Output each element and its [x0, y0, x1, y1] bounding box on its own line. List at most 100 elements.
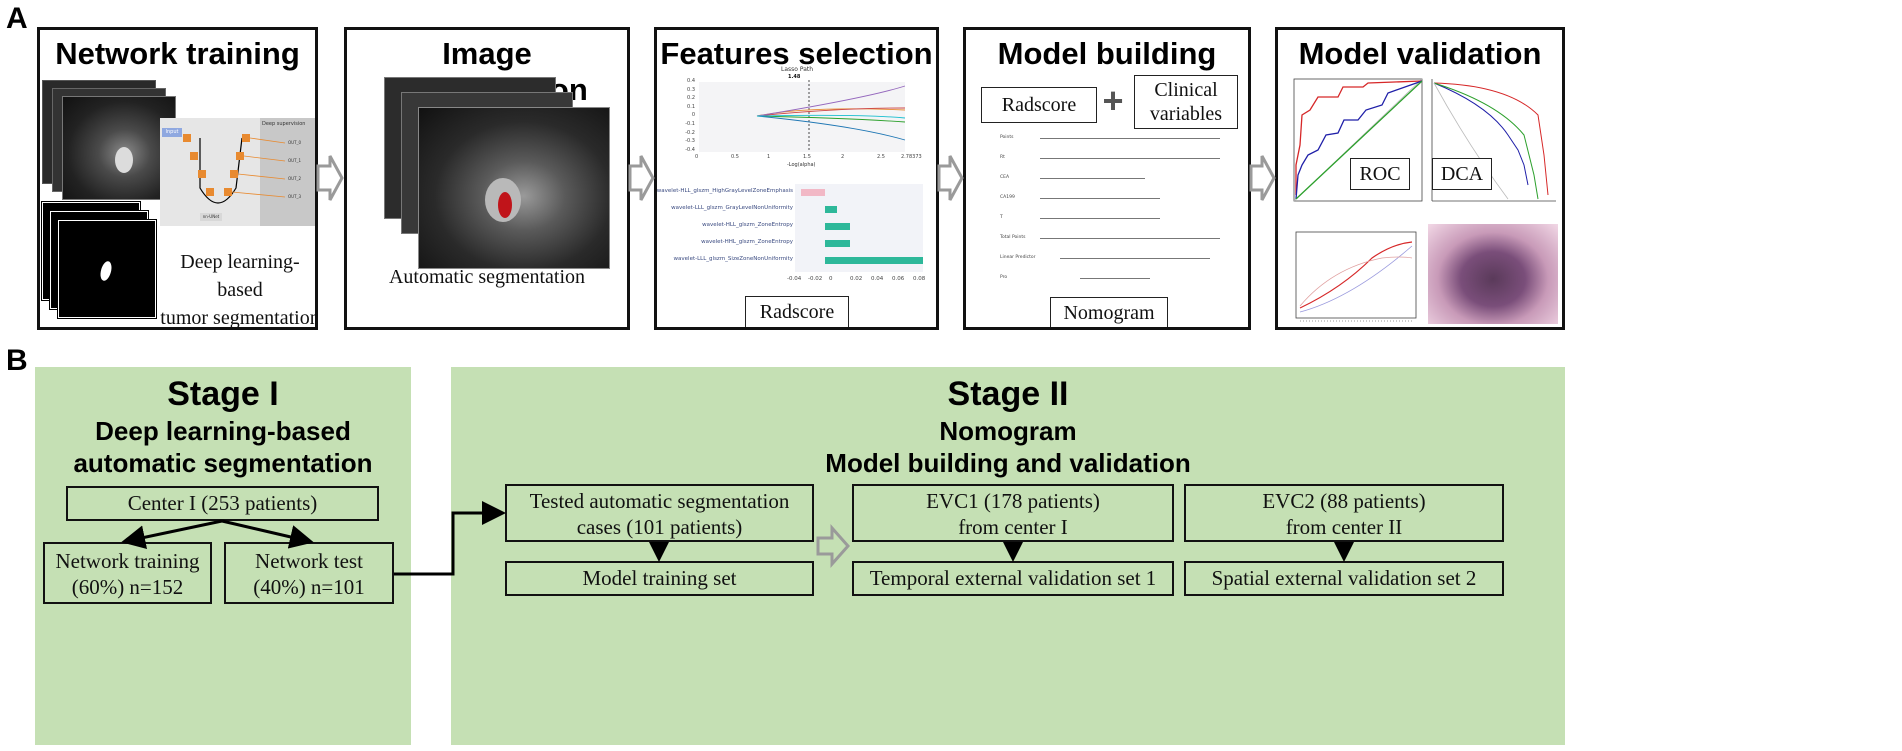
feature-name: wavelet-HLL_glszm_HighGrayLevelZoneEmpha… [656, 188, 793, 194]
lasso-x-tick: 0.5 [731, 154, 739, 160]
rectum-region [115, 147, 133, 173]
lasso-title: Lasso Path [781, 66, 814, 73]
section-label-b: B [6, 344, 28, 377]
feature-name: wavelet-LLL_glszm_SizeZoneNonUniformity [673, 256, 793, 262]
panel-model-building: Model building Radscore + Clinical varia… [963, 27, 1251, 330]
nomogram-row-label: Linear Predictor [1000, 255, 1036, 260]
box-line: Network test [255, 549, 363, 573]
model-training-set-box: Model training set [505, 561, 814, 596]
panel-title: Model building [997, 36, 1217, 71]
bar-x-tick: 0.02 [850, 276, 863, 282]
lasso-y-tick: -0.4 [685, 146, 695, 153]
arrow-3 [937, 155, 964, 201]
unet-bottom-label: nn-UNet [202, 214, 220, 219]
box-line: EVC2 (88 patients) [1262, 489, 1426, 513]
feature-bar-plot: wavelet-HLL_glszm_HighGrayLevelZoneEmpha… [656, 184, 936, 294]
mask-slice-front [57, 219, 157, 319]
stage1-subtitle: Deep learning-based automatic segmentati… [35, 415, 411, 479]
lasso-y-tick: 0.4 [687, 78, 695, 84]
tested-cases-box: Tested automatic segmentation cases (101… [505, 484, 814, 542]
temporal-validation-box: Temporal external validation set 1 [852, 561, 1174, 596]
out-0-label: OUT_0 [288, 140, 302, 145]
roc-label-box: ROC [1350, 158, 1410, 190]
lasso-x-tick: 2.5 [877, 154, 885, 160]
bar-x-tick: -0.02 [808, 276, 823, 282]
plus-icon: + [1102, 80, 1124, 121]
panel-network-training: Network training Input Deep supervision … [37, 27, 318, 330]
network-training-box: Network training (60%) n=152 [43, 542, 212, 604]
box-line: (40%) n=101 [253, 575, 365, 599]
nomogram-row-label: CA199 [1000, 195, 1015, 200]
nomogram-row-label: Rt [1000, 155, 1005, 160]
lasso-x-tick: 2.78373 [901, 154, 922, 160]
out-3-label: OUT_3 [288, 194, 302, 199]
unet-input-label: Input [162, 128, 182, 137]
box-line: cases (101 patients) [576, 515, 743, 539]
feature-name: wavelet-HHL_glszm_ZoneEntropy [701, 239, 793, 245]
feature-bar [825, 240, 850, 247]
subtitle-line: Nomogram [939, 416, 1077, 446]
bar-x-tick: 0.08 [913, 276, 926, 282]
feature-bar [825, 257, 923, 264]
radscore-box: Radscore [745, 296, 849, 327]
subtitle-line: Deep learning-based [95, 416, 351, 446]
subtitle-line: Model building and validation [825, 448, 1191, 478]
out-1-label: OUT_1 [288, 158, 302, 163]
feature-name: wavelet-HLL_glszm_ZoneEntropy [702, 222, 793, 228]
stage1-title: Stage I [167, 375, 279, 413]
evc2-box: EVC2 (88 patients) from center II [1184, 484, 1504, 542]
panel-model-validation: Model validation ROC DCA [1275, 27, 1565, 330]
box-line: Network training [55, 549, 200, 573]
network-test-box: Network test (40%) n=101 [224, 542, 394, 604]
lasso-y-tick: 0.3 [687, 86, 695, 93]
unet-diagram: Input Deep supervision OUT_0 OUT_1 OUT_2… [160, 118, 315, 226]
out-2-label: OUT_2 [288, 176, 302, 181]
lasso-value: 1.48 [788, 74, 801, 80]
dca-curve-plot [1431, 79, 1556, 202]
feature-bar [800, 189, 825, 196]
radscore-box: Radscore [981, 87, 1097, 123]
clinical-line: Clinical [1154, 79, 1218, 101]
nomogram-row-label: Total Points [1000, 235, 1026, 240]
panel-image-segmentation: Image segmentation Automatic segmentatio… [344, 27, 630, 330]
stage2-subtitle: Nomogram Model building and validation [451, 415, 1565, 479]
nomogram-row-axis [1040, 218, 1160, 219]
nomogram-row-axis [1080, 278, 1150, 279]
unet-u-shape [183, 134, 286, 221]
caption-line: Deep learning-based [180, 251, 300, 301]
feature-rows: wavelet-HLL_glszm_HighGrayLevelZoneEmpha… [656, 184, 936, 272]
lasso-x-tick: 0 [695, 154, 699, 160]
nomogram-row-axis [1040, 198, 1160, 199]
stage2-title: Stage II [947, 375, 1069, 413]
clinical-line: variables [1149, 103, 1223, 125]
lasso-y-tick: 0.2 [687, 95, 695, 102]
bar-x-tick: 0.06 [892, 276, 905, 282]
network-training-caption: Deep learning-based tumor segmentation [160, 248, 318, 329]
box-line: from center II [1285, 515, 1403, 539]
bar-x-tick: 0 [829, 276, 833, 282]
lasso-y-tick: -0.2 [685, 129, 695, 136]
mri-slice-front [418, 107, 610, 269]
nomogram-row-axis [1040, 138, 1220, 139]
panel-title: Model validation [1298, 36, 1542, 71]
lasso-y-tick: -0.1 [685, 121, 695, 127]
nomogram-row-label: CEA [1000, 175, 1010, 180]
histology-image [1428, 224, 1558, 324]
lasso-x-tick: 1 [767, 154, 771, 160]
arrow-2 [628, 155, 655, 201]
deep-supervision-area: Deep supervision OUT_0 OUT_1 OUT_2 OUT_3 [260, 118, 315, 226]
spatial-validation-box: Spatial external validation set 2 [1184, 561, 1504, 596]
caption-line: tumor segmentation [160, 307, 318, 329]
center-box: Center I (253 patients) [66, 486, 379, 521]
lasso-x-tick: 1.5 [803, 154, 811, 160]
panel-title: Network training [55, 36, 300, 71]
lasso-y-tick: 0.1 [687, 103, 695, 110]
nomogram-row-axis [1040, 238, 1220, 239]
lasso-y-tick: 0 [691, 112, 695, 119]
lasso-y-tick: -0.3 [685, 138, 695, 145]
nomogram-row-axis [1040, 158, 1220, 159]
dca-label-box: DCA [1432, 158, 1492, 190]
